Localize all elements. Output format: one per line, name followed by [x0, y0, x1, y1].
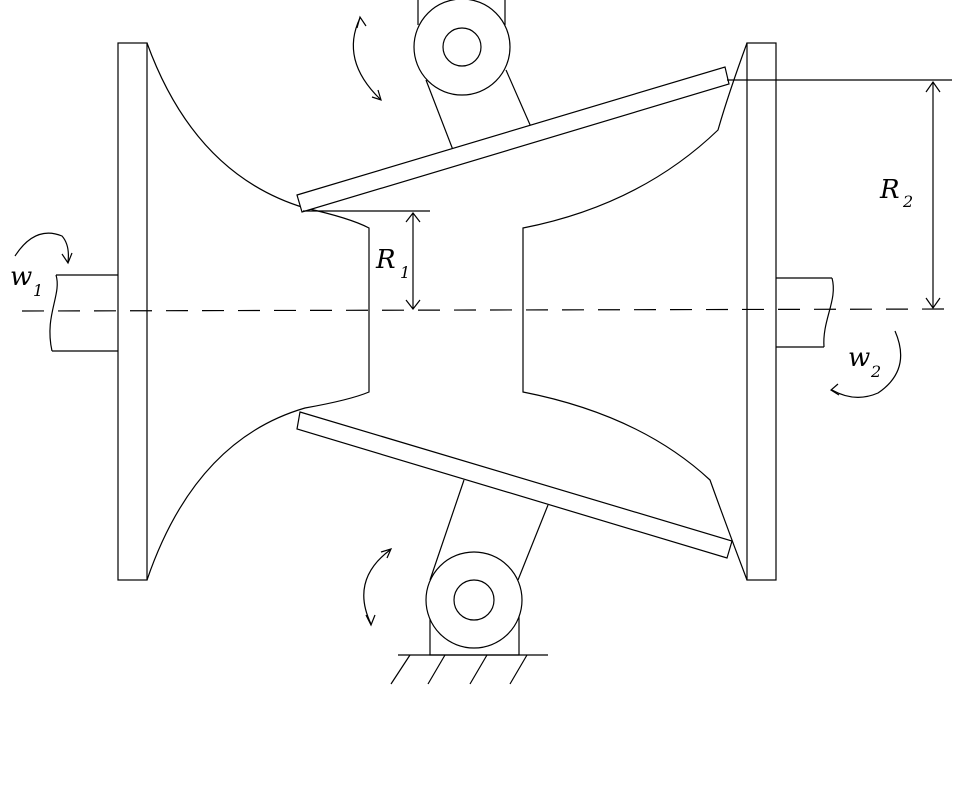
- svg-text:w: w: [848, 343, 870, 373]
- right-disc-plate: [746, 42, 777, 581]
- lower-tilt-arrow: [363, 548, 393, 627]
- lower-pivot-base: [425, 551, 523, 656]
- input-shaft: [49, 274, 118, 352]
- svg-text:1: 1: [33, 281, 43, 300]
- w1-label: w 1: [10, 262, 43, 300]
- r2-label: R 2: [879, 175, 913, 211]
- toroidal-cavity: [146, 42, 748, 581]
- r2-dimension: [727, 79, 952, 310]
- ground-hatching: [390, 654, 548, 685]
- lower-roller-arm: [429, 479, 549, 581]
- r1-dimension: [303, 210, 430, 310]
- output-shaft: [776, 277, 834, 348]
- svg-text:2: 2: [870, 362, 881, 381]
- left-disc-plate: [117, 42, 148, 581]
- center-axis: [21, 308, 959, 312]
- upper-pivot: [413, 0, 511, 96]
- svg-text:2: 2: [902, 192, 913, 211]
- w1-rotation-arrow: [14, 232, 73, 265]
- svg-text:R: R: [375, 245, 396, 275]
- svg-text:1: 1: [400, 263, 410, 282]
- w2-label: w 2: [848, 343, 881, 381]
- upper-tilt-arrow: [352, 15, 382, 101]
- w2-rotation-arrow: [829, 330, 902, 398]
- svg-text:w: w: [10, 262, 32, 292]
- upper-roller: [296, 66, 730, 213]
- r1-label: R 1: [375, 245, 410, 282]
- svg-text:R: R: [879, 175, 900, 205]
- lower-roller: [296, 411, 733, 559]
- upper-roller-arm: [417, 0, 532, 151]
